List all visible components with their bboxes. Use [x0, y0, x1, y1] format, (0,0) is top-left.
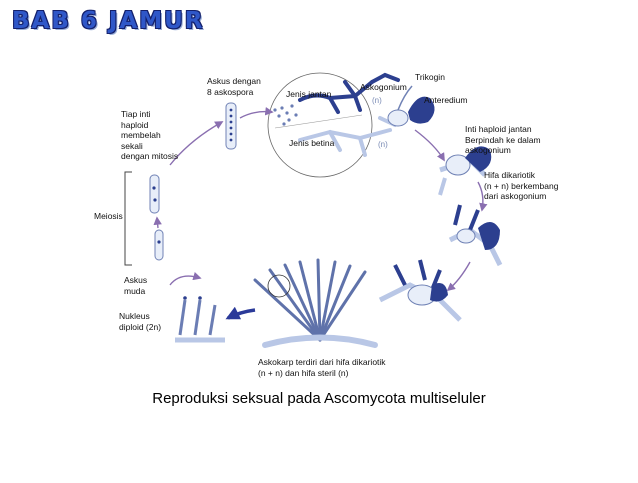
stage-dikaryotic: [448, 204, 503, 267]
diagram-caption: Reproduksi seksual pada Ascomycota multi…: [152, 390, 486, 407]
stage-plasmogamy: [438, 146, 492, 196]
label-trikogin: Trikogin: [415, 72, 445, 82]
ascus-nuclei: [152, 108, 233, 244]
ascus-meiosis-1: [154, 229, 164, 261]
meiosis-bracket: [124, 171, 132, 266]
page-title: BAB 6 JAMUR: [12, 8, 205, 34]
label-nukleus: Nukleus diploid (2n): [119, 311, 162, 332]
ascus-eight-spores: [225, 102, 237, 150]
antheridium-shape: [408, 96, 435, 124]
trichogyne-shape: [397, 85, 413, 111]
label-hifa-dikariotik: Hifa dikariotik (n + n) berkembang dari …: [484, 170, 559, 201]
label-askokarp: Askokarp terdiri dari hifa dikariotik (n…: [258, 357, 386, 378]
ascus-meiosis-2: [149, 174, 160, 214]
label-anteredium: Anteredium: [424, 95, 468, 105]
gametangia-circle: [267, 72, 373, 178]
ascospores: [273, 104, 298, 126]
ascocarp-highlight-circle: [267, 274, 291, 298]
label-askogonium: Askogonium: [360, 82, 407, 92]
ascogonium-shape: [387, 109, 409, 127]
label-askus-muda: Askus muda: [124, 275, 148, 296]
label-ploidy-top: (n): [372, 96, 382, 105]
cycle-arrows: [153, 107, 488, 292]
stage-ascocarp-forming: [378, 259, 462, 322]
divider-line: [274, 114, 363, 129]
label-inti-haploid: Inti haploid jantan Berpindah ke dalam a…: [465, 124, 541, 155]
ascus-dots: [183, 296, 202, 300]
label-tiap-inti: Tiap inti haploid membelah sekali dengan…: [121, 109, 179, 161]
ascocarp: [253, 258, 378, 348]
label-meiosis: Meiosis: [94, 211, 123, 221]
young-asci: [175, 299, 225, 343]
male-hyphae: [298, 72, 400, 114]
big-arrow: [225, 306, 256, 320]
label-ploidy-bottom: (n): [378, 140, 388, 149]
label-jenis-jantan: Jenis jantan: [286, 89, 332, 99]
label-jenis-betina: Jenis betina: [289, 138, 335, 148]
label-askus-8: Askus dengan 8 askospora: [207, 76, 261, 97]
